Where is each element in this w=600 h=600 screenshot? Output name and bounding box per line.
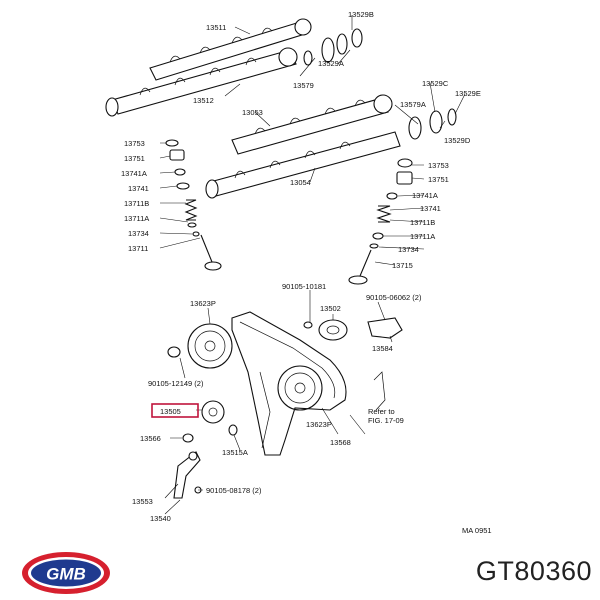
idler-pulley [303, 317, 403, 341]
label-13529D: 13529D [444, 136, 471, 145]
label-13751-left: 13751 [124, 154, 145, 163]
highlight-box-13505 [151, 403, 199, 418]
label-13751-right: 13751 [428, 175, 449, 184]
gear-set-lower [408, 108, 457, 140]
label-ma-code: MA 0951 [462, 526, 492, 535]
timing-belt [231, 311, 347, 456]
label-13734-right: 13734 [398, 245, 419, 254]
label-13053: 13053 [242, 108, 263, 117]
label-13715: 13715 [392, 261, 413, 270]
label-90105-08178: 90105-08178 (2) [206, 486, 262, 495]
part-number: GT80360 [475, 556, 592, 586]
label-13711B-right: 13711B [410, 218, 435, 227]
valve-assembly-right [348, 158, 413, 285]
camshaft-lower [205, 94, 401, 199]
label-13502: 13502 [320, 304, 341, 313]
label-13566: 13566 [140, 434, 161, 443]
label-13711B-left: 13711B [124, 199, 149, 208]
label-13515A: 13515A [222, 448, 248, 457]
label-13511: 13511 [206, 23, 226, 32]
label-13054: 13054 [290, 178, 311, 187]
label-13529A: 13529A [318, 59, 344, 68]
label-13512: 13512 [193, 96, 214, 105]
label-13711-left: 13711 [128, 244, 148, 253]
label-13579: 13579 [293, 81, 314, 90]
label-13711A-left: 13711A [124, 214, 149, 223]
label-13529B: 13529B [348, 10, 374, 19]
label-13623P-lower: 13623P [306, 420, 332, 429]
label-13529C: 13529C [422, 79, 449, 88]
label-13753-right: 13753 [428, 161, 449, 170]
label-13584: 13584 [372, 344, 393, 353]
label-13741A-left: 13741A [121, 169, 147, 178]
label-13753-left: 13753 [124, 139, 145, 148]
label-90105-06062: 90105-06062 (2) [366, 293, 422, 302]
crank-pulley [277, 365, 386, 411]
logo-text: GMB [46, 565, 86, 584]
gmb-logo: GMB [22, 552, 110, 594]
label-refer-to: Refer to [368, 407, 395, 416]
label-13741-right: 13741 [420, 204, 441, 213]
cam-pulley [167, 323, 233, 369]
gear-set-upper [303, 28, 363, 66]
label-13540: 13540 [150, 514, 171, 523]
tensioner-rod [173, 451, 202, 499]
camshaft-upper [105, 18, 312, 117]
label-13529E: 13529E [455, 89, 481, 98]
label-fig-ref: FIG. 17-09 [368, 416, 404, 425]
labels: 13511 13529B 13512 13579 13529A 13529C 1… [121, 10, 492, 535]
label-13741-left: 13741 [128, 184, 149, 193]
tensioner-pulley [182, 400, 238, 443]
label-13711A-right: 13711A [410, 232, 435, 241]
leader-lines [159, 15, 466, 515]
valve-assembly-left [165, 139, 222, 271]
label-13568: 13568 [330, 438, 351, 447]
label-13579A: 13579A [400, 100, 426, 109]
label-13505: 13505 [160, 407, 181, 416]
label-13553: 13553 [132, 497, 153, 506]
label-13623P-upper: 13623P [190, 299, 216, 308]
label-90105-10181: 90105-10181 [282, 282, 326, 291]
label-90105-12149: 90105-12149 (2) [148, 379, 204, 388]
label-13741A-right: 13741A [412, 191, 438, 200]
label-13734-left: 13734 [128, 229, 149, 238]
